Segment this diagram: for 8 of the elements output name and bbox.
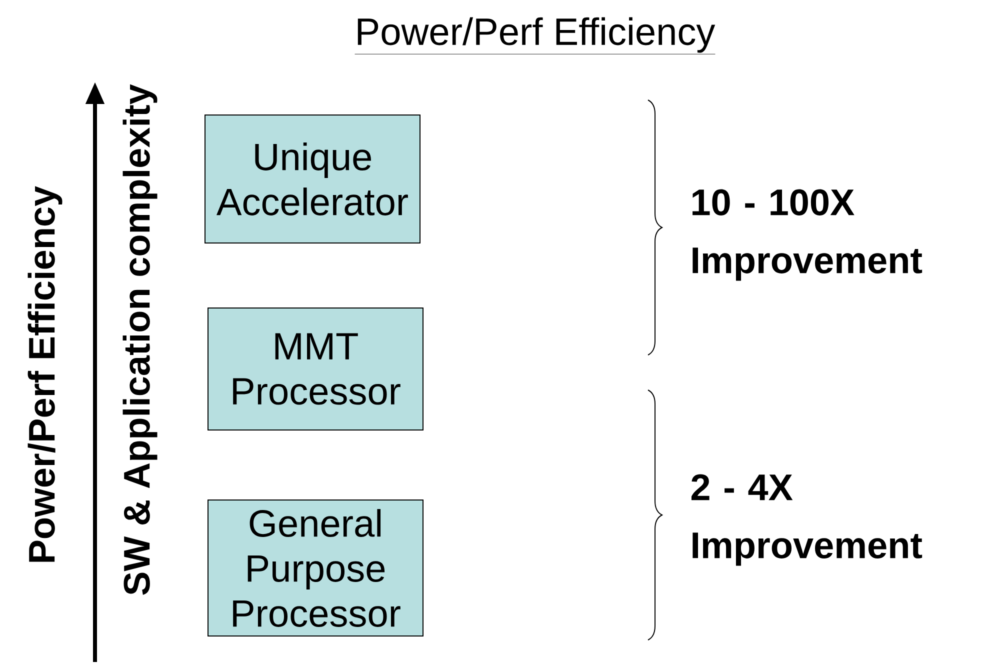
heading: Power/Perf Efficiency <box>354 17 716 54</box>
process-box: General Purpose Processor <box>208 500 424 636</box>
bracket-label: 2 - 4X Improvement <box>692 474 922 566</box>
process-box: Unique Accelerator <box>204 114 420 244</box>
process-box: MMT Processor <box>208 308 424 430</box>
bracket-label: 10 - 100X Improvement <box>692 189 922 281</box>
vertical-label: SW & Application complexity <box>122 84 158 595</box>
vertical-label: Power/Perf Efficiency <box>28 186 62 562</box>
